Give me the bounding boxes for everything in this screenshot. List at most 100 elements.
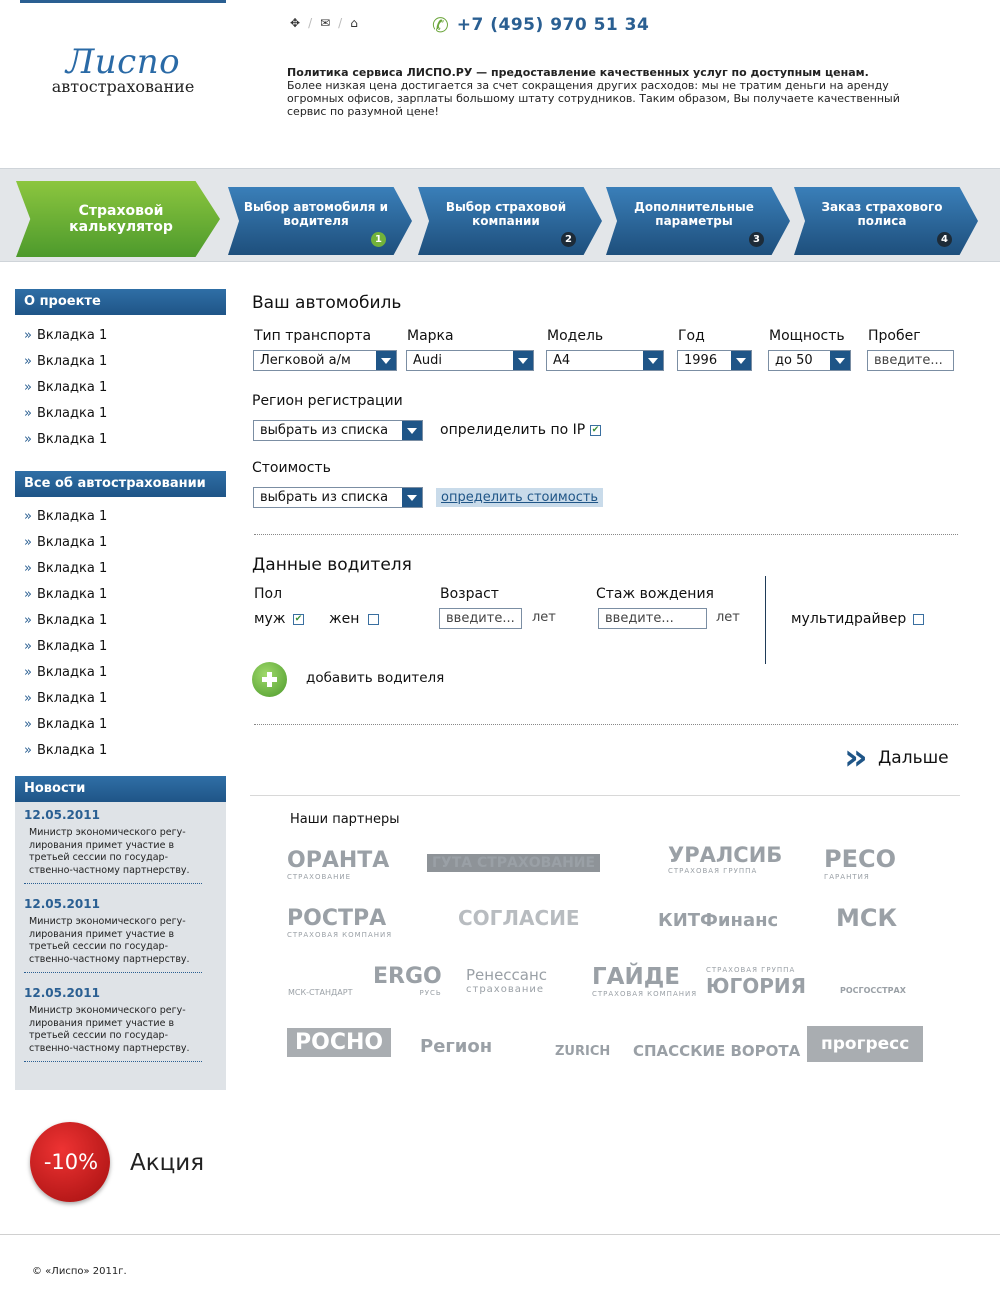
promo-percent: -10% xyxy=(43,1150,99,1174)
partner-sub: страхование xyxy=(466,984,545,995)
male-label: муж xyxy=(254,611,286,627)
partner-logo[interactable]: ERGO РУСЬ xyxy=(373,964,442,997)
chevron-down-icon[interactable] xyxy=(402,488,422,507)
promo-label[interactable]: Акция xyxy=(130,1150,205,1176)
step-3[interactable]: Дополнительные параметры 3 xyxy=(606,187,790,255)
sidebar-item[interactable]: Вкладка 1 xyxy=(24,323,107,349)
step-2[interactable]: Выбор страховой компании 2 xyxy=(418,187,602,255)
sidebar-item[interactable]: Вкладка 1 xyxy=(24,427,107,453)
sidebar-item[interactable]: Вкладка 1 xyxy=(24,608,107,634)
multidriver-label: мультидрайвер xyxy=(791,611,907,627)
partner-logo[interactable]: КИТФинанс xyxy=(658,910,778,931)
car-section-title: Ваш автомобиль xyxy=(252,293,402,313)
multidriver-checkbox[interactable] xyxy=(913,614,924,625)
chevron-down-icon[interactable] xyxy=(643,351,663,370)
partner-logo[interactable]: МСК xyxy=(836,904,897,932)
partner-name: МСК-СТАНДАРТ xyxy=(288,988,353,997)
partner-logo[interactable]: УРАЛСИБ СТРАХОВАЯ ГРУППА xyxy=(668,843,782,875)
partner-logo[interactable]: ОРАНТА СТРАХОВАНИЕ xyxy=(287,848,389,881)
partner-logo[interactable]: СПАССКИЕ ВОРОТА xyxy=(633,1042,800,1060)
partner-name: ERGO xyxy=(373,964,442,989)
partner-name: РОСГОССТРАХ xyxy=(840,986,906,995)
exp-input[interactable]: введите... xyxy=(598,608,707,629)
partner-logo[interactable]: РОСГОССТРАХ xyxy=(840,986,906,995)
step-4[interactable]: Заказ страхового полиса 4 xyxy=(794,187,978,255)
news-item[interactable]: 12.05.2011 Министр экономического регу-л… xyxy=(24,986,202,1062)
add-driver-label[interactable]: добавить водителя xyxy=(306,670,445,686)
step-1[interactable]: Выбор автомобиля и водителя 1 xyxy=(228,187,412,255)
home-icon[interactable]: ⌂ xyxy=(350,16,358,30)
promo-badge[interactable] xyxy=(30,1122,110,1202)
partner-name: ГУТА СТРАХОВАНИЕ xyxy=(427,854,601,872)
partner-name: ГАЙДЕ xyxy=(592,964,680,990)
sidebar-item[interactable]: Вкладка 1 xyxy=(24,375,107,401)
step-label: Выбор автомобиля и водителя xyxy=(243,200,389,228)
sidebar-item[interactable]: Вкладка 1 xyxy=(24,738,107,764)
step-number: 1 xyxy=(371,232,386,247)
partner-logo[interactable]: Ренессанс страхование xyxy=(466,966,547,995)
logo-subtitle: автострахование xyxy=(51,77,195,96)
partner-name: РЕСО xyxy=(824,845,896,873)
mail-icon[interactable]: ✉ xyxy=(320,16,331,30)
next-button[interactable]: Дальше xyxy=(878,748,949,768)
partner-logo[interactable]: МСК-СТАНДАРТ xyxy=(288,988,352,997)
partner-logo[interactable]: прогресс xyxy=(807,1026,924,1062)
top-icon-bar: ✥ / ✉ / ⌂ xyxy=(290,16,358,30)
sidebar-item[interactable]: Вкладка 1 xyxy=(24,660,107,686)
partner-logo[interactable]: РОСНО xyxy=(287,1028,392,1057)
partner-sub: СТРАХОВАЯ КОМПАНИЯ xyxy=(287,931,393,939)
step-calculator[interactable]: Страховой калькулятор xyxy=(16,181,220,257)
sidebar-item[interactable]: Вкладка 1 xyxy=(24,582,107,608)
power-select[interactable]: до 50 xyxy=(768,350,851,371)
chevron-down-icon[interactable] xyxy=(731,351,751,370)
chevron-down-icon[interactable] xyxy=(513,351,533,370)
partner-logo[interactable]: СОГЛАСИЕ xyxy=(458,906,580,930)
add-driver-icon[interactable] xyxy=(252,662,287,697)
news-item[interactable]: 12.05.2011 Министр экономического регу-л… xyxy=(24,897,202,973)
step-label: Заказ страхового полиса xyxy=(821,200,943,228)
chevron-down-icon[interactable] xyxy=(376,351,396,370)
next-arrow-icon[interactable]: ›› xyxy=(844,737,868,778)
partner-logo[interactable]: РЕСО ГАРАНТИЯ xyxy=(824,845,896,881)
sidebar-item[interactable]: Вкладка 1 xyxy=(24,349,107,375)
policy-title: Политика сервиса ЛИСПО.РУ — предоставлен… xyxy=(287,66,869,79)
partner-logo[interactable]: РОСТРА СТРАХОВАЯ КОМПАНИЯ xyxy=(287,906,392,939)
sidebar-item[interactable]: Вкладка 1 xyxy=(24,686,107,712)
news-item[interactable]: 12.05.2011 Министр экономического регу-л… xyxy=(24,808,202,884)
sidebar-item[interactable]: Вкладка 1 xyxy=(24,504,107,530)
region-select[interactable]: выбрать из списка xyxy=(253,420,423,441)
year-select[interactable]: 1996 xyxy=(677,350,752,371)
move-icon[interactable]: ✥ xyxy=(290,16,301,30)
by-ip-checkbox[interactable]: ✔ xyxy=(590,425,601,436)
news-date: 12.05.2011 xyxy=(24,808,100,822)
sidebar-item[interactable]: Вкладка 1 xyxy=(24,401,107,427)
partner-sub: РУСЬ xyxy=(419,989,442,997)
model-select[interactable]: A4 xyxy=(546,350,664,371)
age-input[interactable]: введите... xyxy=(439,608,522,629)
partner-logo[interactable]: Регион xyxy=(420,1036,492,1057)
partner-logo[interactable]: ГУТА СТРАХОВАНИЕ xyxy=(427,854,601,872)
brand-select[interactable]: Audi xyxy=(406,350,534,371)
sidebar-item[interactable]: Вкладка 1 xyxy=(24,712,107,738)
calc-cost-link[interactable]: определить стоимость xyxy=(436,488,604,507)
sidebar-about-list: Вкладка 1 Вкладка 1 Вкладка 1 Вкладка 1 … xyxy=(24,323,107,453)
policy-body: Более низкая цена достигается за счет со… xyxy=(287,79,900,118)
female-checkbox[interactable] xyxy=(368,614,379,625)
sidebar-item[interactable]: Вкладка 1 xyxy=(24,556,107,582)
partner-name: ОРАНТА xyxy=(287,848,390,873)
partner-logo[interactable]: СТРАХОВАЯ ГРУППА ЮГОРИЯ xyxy=(706,966,806,998)
partner-logo[interactable]: ZURICH xyxy=(555,1044,610,1059)
news-date: 12.05.2011 xyxy=(24,986,100,1000)
male-checkbox[interactable]: ✔ xyxy=(293,614,304,625)
power-label: Мощность xyxy=(769,328,845,344)
news-text: Министр экономического регу-лирования пр… xyxy=(29,1005,190,1054)
type-select[interactable]: Легковой а/м xyxy=(253,350,397,371)
cost-select[interactable]: выбрать из списка xyxy=(253,487,423,508)
sidebar-item[interactable]: Вкладка 1 xyxy=(24,530,107,556)
mileage-input[interactable]: введите... xyxy=(867,350,954,371)
chevron-down-icon[interactable] xyxy=(830,351,850,370)
sidebar-item[interactable]: Вкладка 1 xyxy=(24,634,107,660)
site-logo[interactable]: Лиспо автострахование xyxy=(20,44,226,96)
partner-logo[interactable]: ГАЙДЕ СТРАХОВАЯ КОМПАНИЯ xyxy=(592,964,697,998)
chevron-down-icon[interactable] xyxy=(402,421,422,440)
